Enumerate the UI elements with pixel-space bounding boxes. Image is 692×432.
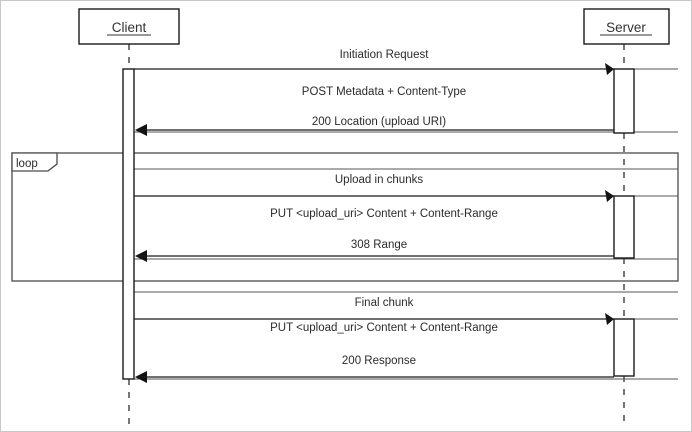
message-label-m5: PUT <upload_uri> Content + Content-Range	[270, 322, 498, 334]
activation-bar-server	[613, 195, 635, 259]
message-label-m1: POST Metadata + Content-Type	[302, 86, 466, 98]
lifelines	[128, 44, 625, 425]
message-lines	[134, 68, 614, 378]
message-label-m2: 200 Location (upload URI)	[312, 116, 446, 128]
activation-bar-client	[122, 68, 135, 380]
participant-server-box[interactable]	[583, 8, 670, 45]
activation-bar-server	[613, 68, 635, 134]
participant-client-label: Client	[112, 20, 147, 35]
participant-client-box[interactable]	[78, 8, 180, 45]
fragment-loop-tab	[11, 152, 58, 172]
group-titles: Initiation Request Upload in chunks Fina…	[335, 49, 429, 309]
fragment-loop-operator-label: loop	[16, 158, 38, 170]
group-title-initiation: Initiation Request	[340, 49, 430, 61]
participant-server[interactable]: Server	[583, 8, 670, 45]
activation-bars	[122, 68, 635, 380]
group-title-chunk-loop: Upload in chunks	[335, 174, 423, 186]
group-title-final-chunk: Final chunk	[355, 297, 414, 309]
fragment-loop: loop	[11, 152, 679, 282]
message-labels: POST Metadata + Content-Type 200 Locatio…	[270, 86, 498, 367]
message-label-m4: 308 Range	[351, 239, 407, 251]
message-label-m3: PUT <upload_uri> Content + Content-Range	[270, 208, 498, 220]
message-label-m6: 200 Response	[342, 355, 416, 367]
activation-bar-server	[613, 318, 635, 377]
participant-server-label: Server	[606, 20, 646, 35]
participant-client[interactable]: Client	[78, 8, 180, 45]
message-arrowheads	[135, 63, 614, 383]
fragment-loop-border	[11, 152, 679, 282]
